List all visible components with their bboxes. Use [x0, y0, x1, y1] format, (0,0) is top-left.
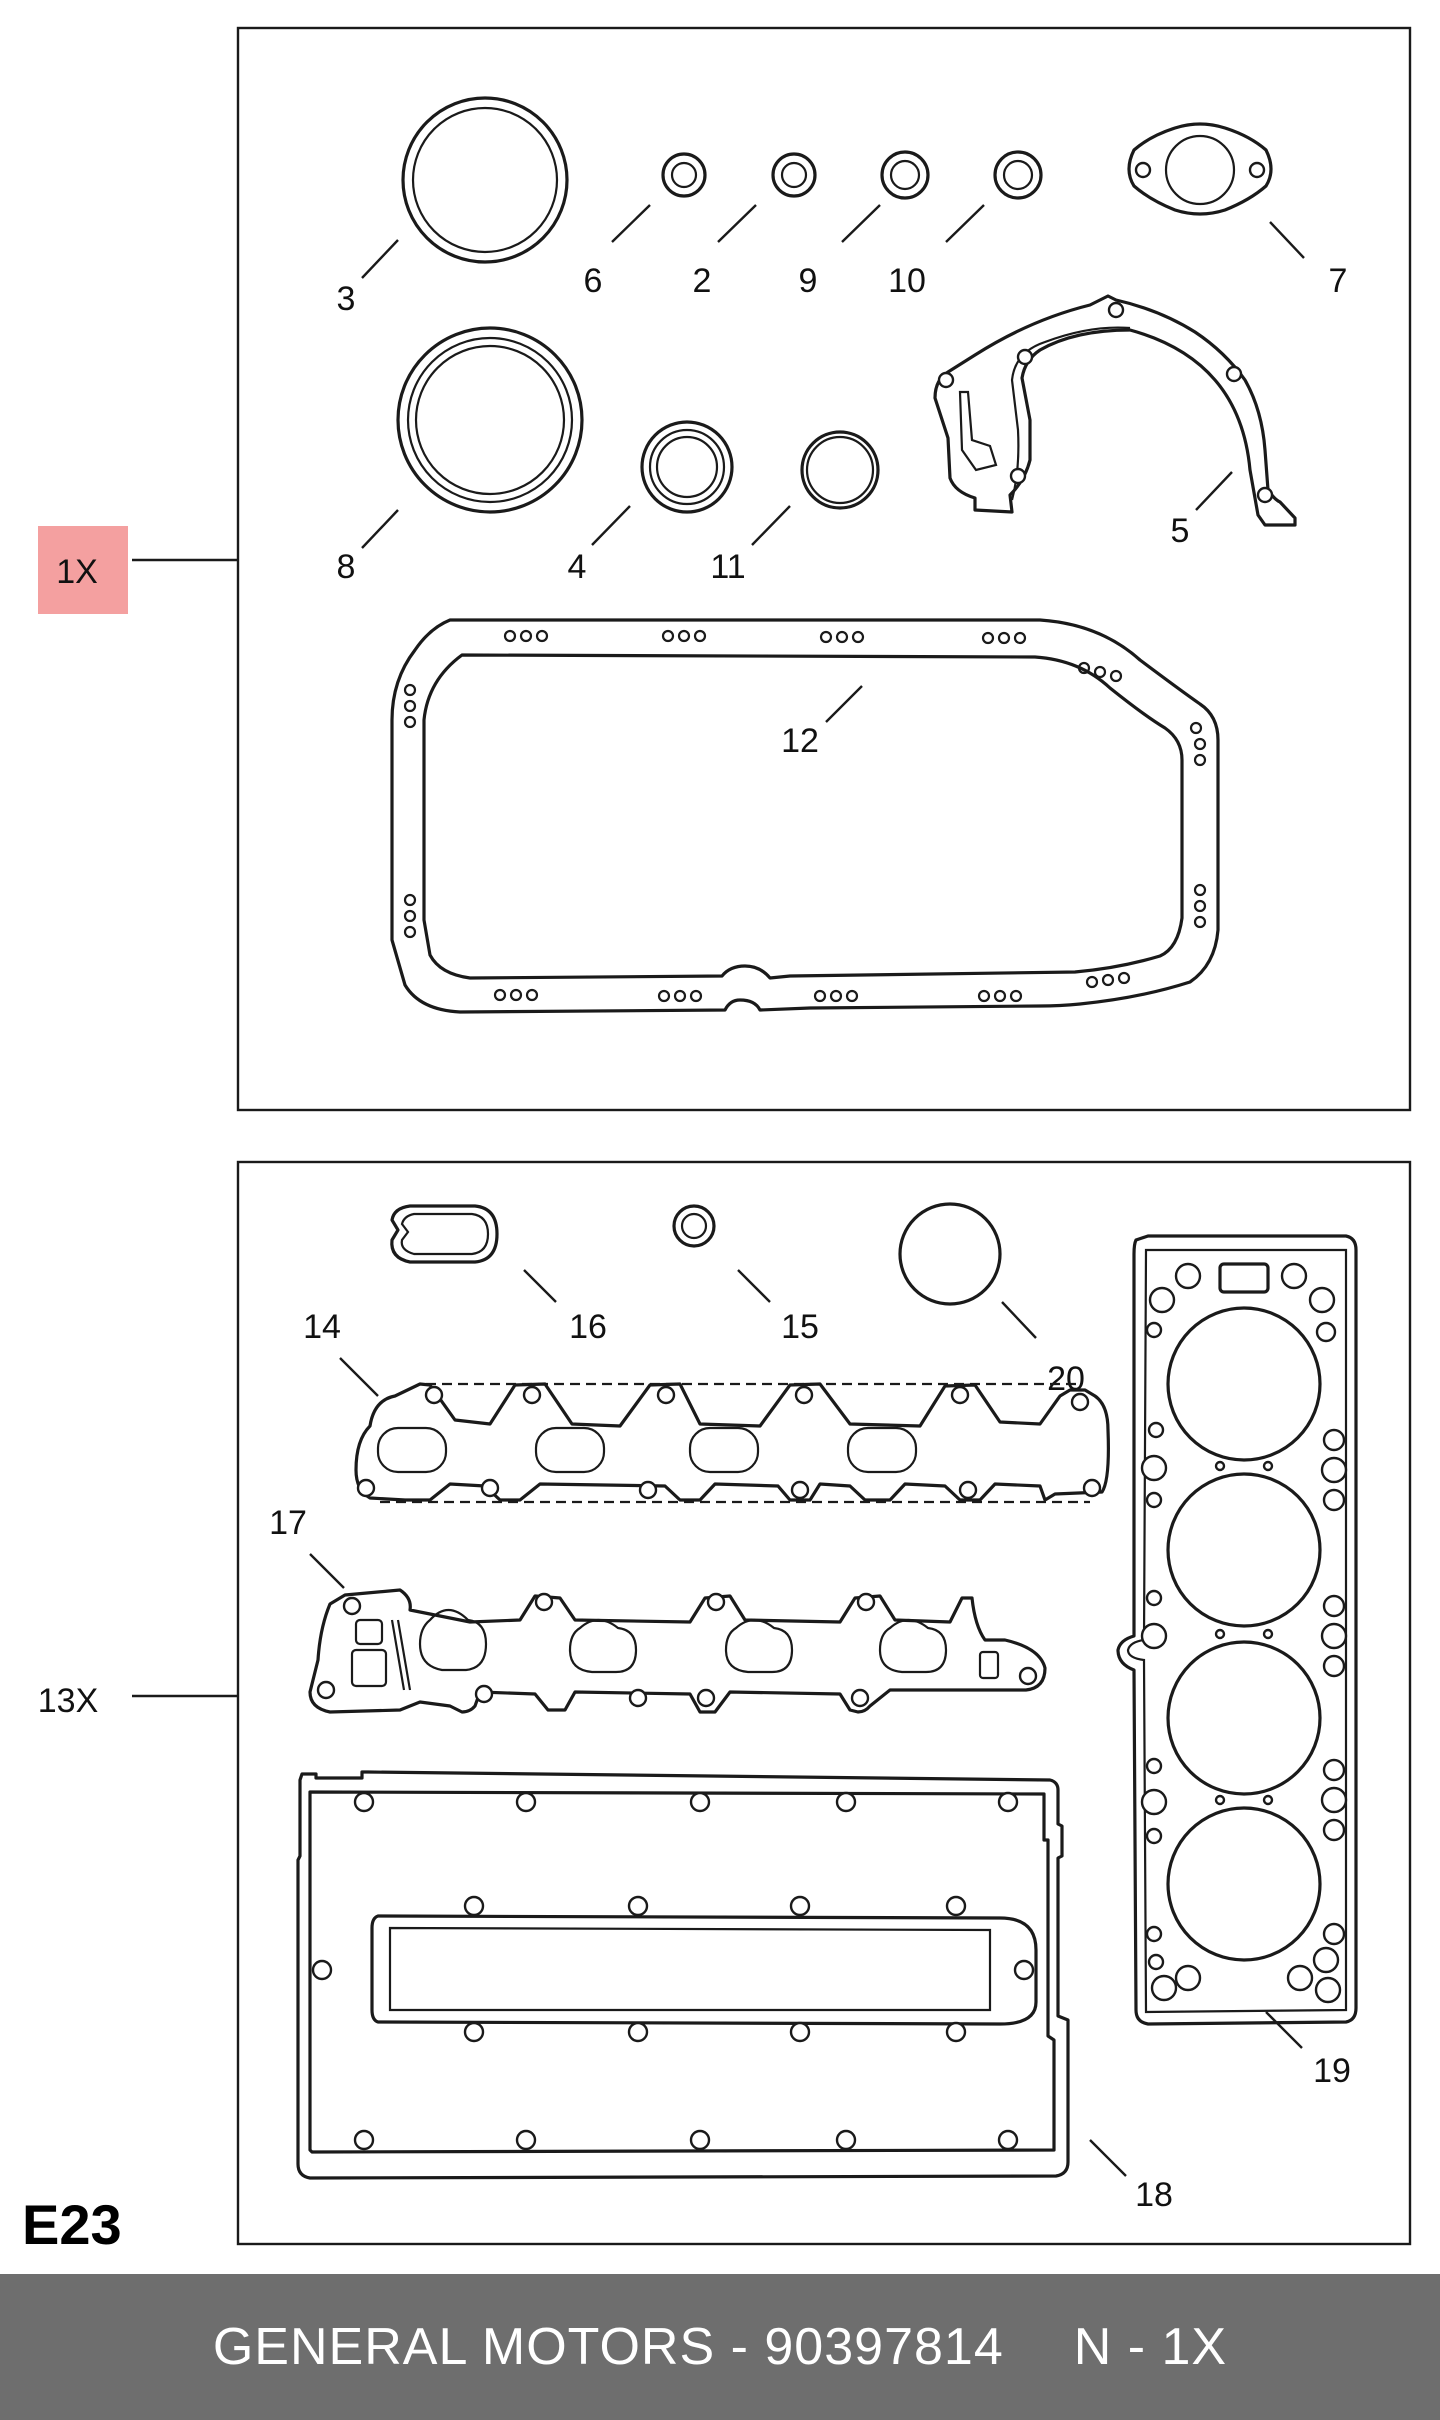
footer-brand-part: GENERAL MOTORS - 90397814 — [212, 2318, 1004, 2376]
callout-10: 10 — [888, 262, 926, 300]
leader-10 — [945, 204, 985, 243]
callout-2: 2 — [693, 262, 712, 300]
part-3-seal — [401, 96, 569, 264]
callout-19: 19 — [1313, 2052, 1351, 2090]
group-2-label: 13X — [38, 1682, 99, 1720]
callout-12: 12 — [781, 722, 819, 760]
callout-7: 7 — [1329, 262, 1348, 300]
part-9-ring — [880, 150, 930, 200]
part-18-valve-cover-gasket — [296, 1770, 1070, 2180]
panel-2-frame — [236, 1160, 1412, 2246]
part-12-oil-pan-gasket — [390, 618, 1220, 1014]
callout-17: 17 — [269, 1504, 307, 1542]
part-7-flange-gasket — [1127, 122, 1273, 216]
part-20-o-ring — [898, 1202, 1002, 1306]
callout-5: 5 — [1171, 512, 1190, 550]
part-15-ring — [672, 1204, 716, 1248]
callout-8: 8 — [337, 548, 356, 586]
leader-3 — [361, 239, 399, 279]
part-2-ring — [771, 152, 817, 198]
part-16-gasket — [390, 1204, 499, 1264]
callout-15: 15 — [781, 1308, 819, 1346]
callout-6: 6 — [584, 262, 603, 300]
panel-1-frame — [236, 26, 1412, 1112]
leader-12 — [825, 685, 863, 723]
leader-6 — [611, 204, 651, 243]
group-1-label: 1X — [56, 553, 98, 591]
part-6-ring — [661, 152, 707, 198]
footer-bar: GENERAL MOTORS - 90397814 N - 1X — [0, 2274, 1440, 2420]
part-19-head-gasket — [1116, 1234, 1358, 2026]
leader-14 — [339, 1357, 379, 1397]
part-14-manifold-gasket — [354, 1382, 1110, 1504]
part-17-intake-gasket — [308, 1588, 1047, 1714]
callout-9: 9 — [799, 262, 818, 300]
callout-14: 14 — [303, 1308, 341, 1346]
leader-9 — [841, 204, 881, 243]
leader-2 — [717, 204, 757, 243]
callout-4: 4 — [568, 548, 587, 586]
part-4-seal — [640, 420, 734, 514]
leader-4 — [591, 505, 631, 546]
part-5-cover-gasket — [933, 294, 1297, 527]
part-10-ring — [993, 150, 1043, 200]
callout-11: 11 — [710, 548, 745, 586]
part-8-seal — [396, 326, 584, 514]
leader-20 — [1001, 1301, 1037, 1339]
leader-7 — [1269, 221, 1305, 259]
leader-18 — [1089, 2139, 1127, 2177]
leader-19 — [1265, 2011, 1303, 2049]
footer-qty: N - 1X — [1073, 2318, 1228, 2376]
leader-8 — [361, 509, 399, 549]
callout-3: 3 — [337, 280, 356, 318]
leader-16 — [523, 1269, 557, 1303]
group-1-highlight — [38, 526, 128, 614]
part-11-o-ring — [800, 430, 880, 510]
leader-5 — [1195, 471, 1233, 511]
leader-17 — [309, 1553, 345, 1589]
leader-11 — [751, 505, 791, 546]
kit-code: E23 — [22, 2193, 122, 2256]
callout-16: 16 — [569, 1308, 607, 1346]
leader-15 — [737, 1269, 771, 1303]
callout-18: 18 — [1135, 2176, 1173, 2214]
